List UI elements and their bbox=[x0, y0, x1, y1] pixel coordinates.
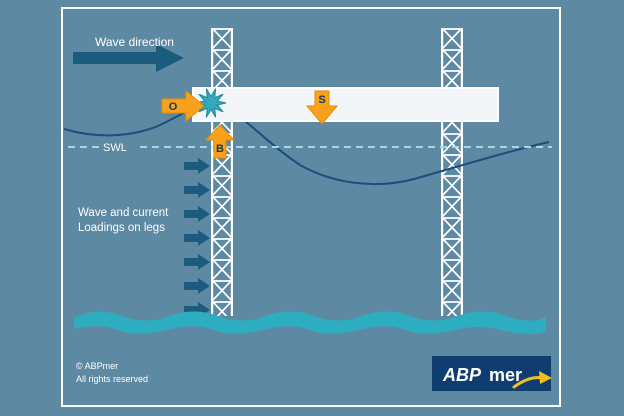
loadings-label-line1: Wave and current bbox=[78, 207, 169, 219]
logo-box bbox=[432, 356, 551, 391]
leg-rail bbox=[460, 28, 463, 316]
loadings-label-line2: Loadings on legs bbox=[78, 222, 165, 234]
current-arrow bbox=[184, 182, 210, 198]
logo-abp-text: ABP bbox=[442, 365, 482, 385]
arrow-o-label: O bbox=[169, 101, 178, 113]
logo-swoosh-icon bbox=[512, 371, 552, 389]
lattice-leg-right bbox=[441, 28, 463, 316]
arrow-b-label: B bbox=[216, 143, 224, 155]
abpmer-logo: ABP mer bbox=[432, 356, 552, 391]
current-arrow bbox=[184, 254, 210, 270]
wave-profile-line bbox=[63, 101, 550, 185]
uplift-arrow-b bbox=[204, 124, 236, 159]
frame-border bbox=[61, 7, 561, 407]
horizontal-impact-arrow-o bbox=[161, 89, 205, 123]
current-arrow bbox=[184, 278, 210, 294]
copyright-line2: All rights reserved bbox=[76, 374, 148, 384]
swl-label-backing bbox=[99, 139, 136, 154]
logo-mer-text: mer bbox=[489, 365, 522, 385]
leg-rail bbox=[230, 28, 233, 316]
leg-rail bbox=[211, 28, 214, 316]
wave-direction-label: Wave direction bbox=[95, 35, 174, 49]
copyright-line1: © ABPmer bbox=[76, 361, 118, 371]
leg-truss bbox=[212, 28, 232, 316]
downward-load-arrow-s bbox=[305, 90, 339, 125]
leg-truss bbox=[442, 28, 462, 316]
current-arrow bbox=[184, 230, 210, 246]
current-arrow bbox=[184, 158, 210, 174]
current-arrow bbox=[184, 206, 210, 222]
wave-direction-arrow bbox=[73, 44, 184, 72]
seabed-band bbox=[74, 311, 546, 334]
current-loading-arrows bbox=[184, 158, 210, 318]
swl-label: SWL bbox=[103, 142, 127, 154]
deck-beam bbox=[192, 87, 499, 122]
lattice-leg-left bbox=[211, 28, 233, 316]
arrow-s-label: S bbox=[318, 94, 325, 106]
